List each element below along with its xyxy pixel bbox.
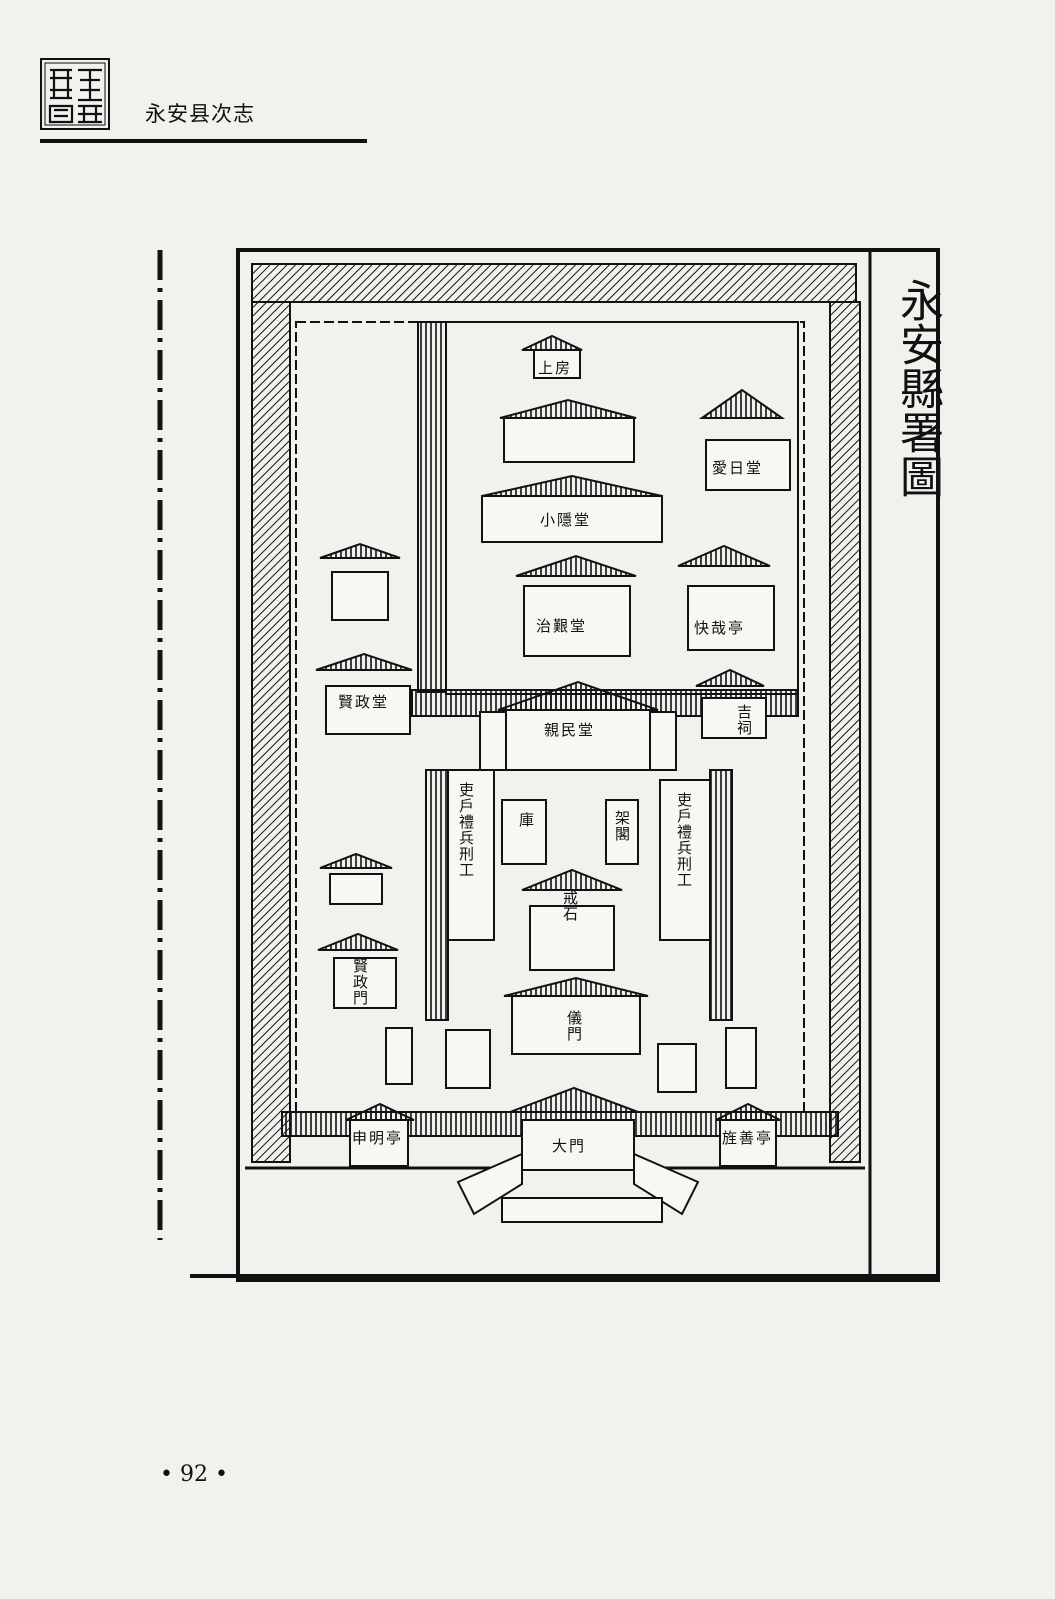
label-front-gate: 大門 [552, 1137, 587, 1155]
label-pavilion-right-bottom: 旌善亭 [722, 1129, 774, 1147]
yamen-map [157, 248, 940, 1282]
label-instrument-gate: 儀門 [565, 1010, 583, 1042]
seal-logo [40, 58, 110, 130]
label-pavilion-right: 快哉亭 [694, 619, 746, 637]
page-number: • 92 • [160, 1462, 228, 1487]
label-west-offices: 吏戶禮兵刑工 [457, 782, 475, 878]
outer-wall [251, 263, 861, 1163]
header-rule [40, 139, 367, 143]
label-east-room: 架閣 [613, 810, 631, 842]
label-pavilion-left-bottom: 申明亭 [352, 1129, 404, 1147]
label-top-small: 上房 [538, 359, 573, 377]
label-shrine-left: 賢政堂 [338, 693, 390, 711]
book-title: 永安县次志 [145, 102, 255, 126]
label-inner-hall: 小隱堂 [540, 511, 592, 529]
label-gate-left: 賢政門 [351, 958, 369, 1006]
label-center-pavilion: 戒石 [561, 890, 579, 922]
label-east-offices: 吏戶禮兵刑工 [675, 792, 693, 888]
label-shrine-right: 吉祠 [735, 704, 753, 736]
label-main-hall: 親民堂 [544, 721, 596, 739]
map-title: 永安縣署圖 [892, 278, 943, 498]
outer-frame [157, 248, 940, 1282]
label-west-room: 庫 [517, 812, 535, 828]
label-governance-hall: 治艱堂 [536, 617, 588, 635]
label-love-hall: 愛日堂 [712, 459, 764, 477]
